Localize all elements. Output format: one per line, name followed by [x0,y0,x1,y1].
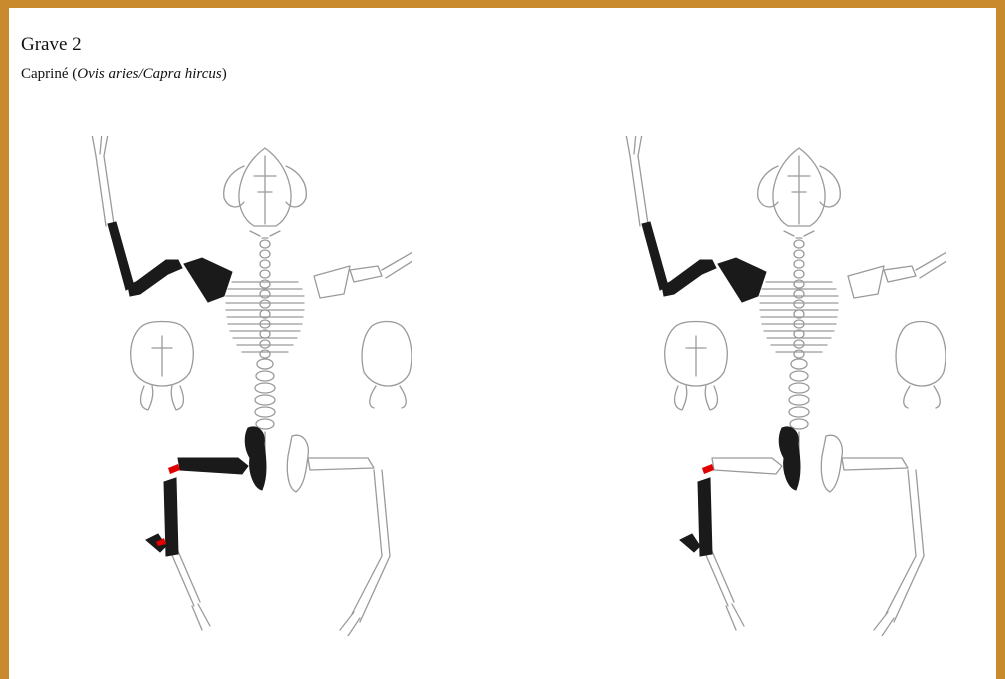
left-tibia [698,478,712,556]
left-tibia [164,478,178,556]
left-humerus [128,260,182,296]
taxon-species: Ovis aries/Capra hircus [77,66,221,82]
left-radius-ulna [108,222,134,290]
left-pelvis [779,427,800,490]
figure-title: Grave 2 [21,34,82,56]
left-femur [178,458,248,474]
left-tarsal [680,534,700,552]
left-humerus [662,260,716,296]
skeleton-diagram-right [616,136,946,636]
mark-femur-distal [702,464,714,474]
left-pelvis [245,427,266,490]
left-radius-ulna [642,222,668,290]
taxon-prefix: Capriné ( [21,66,77,82]
left-scapula [184,258,232,302]
figure-subtitle: Capriné (Ovis aries/Capra hircus) [21,66,227,83]
left-scapula [718,258,766,302]
taxon-suffix: ) [222,66,227,82]
skeleton-diagram-left [82,136,412,636]
mark-femur-distal [168,464,180,474]
